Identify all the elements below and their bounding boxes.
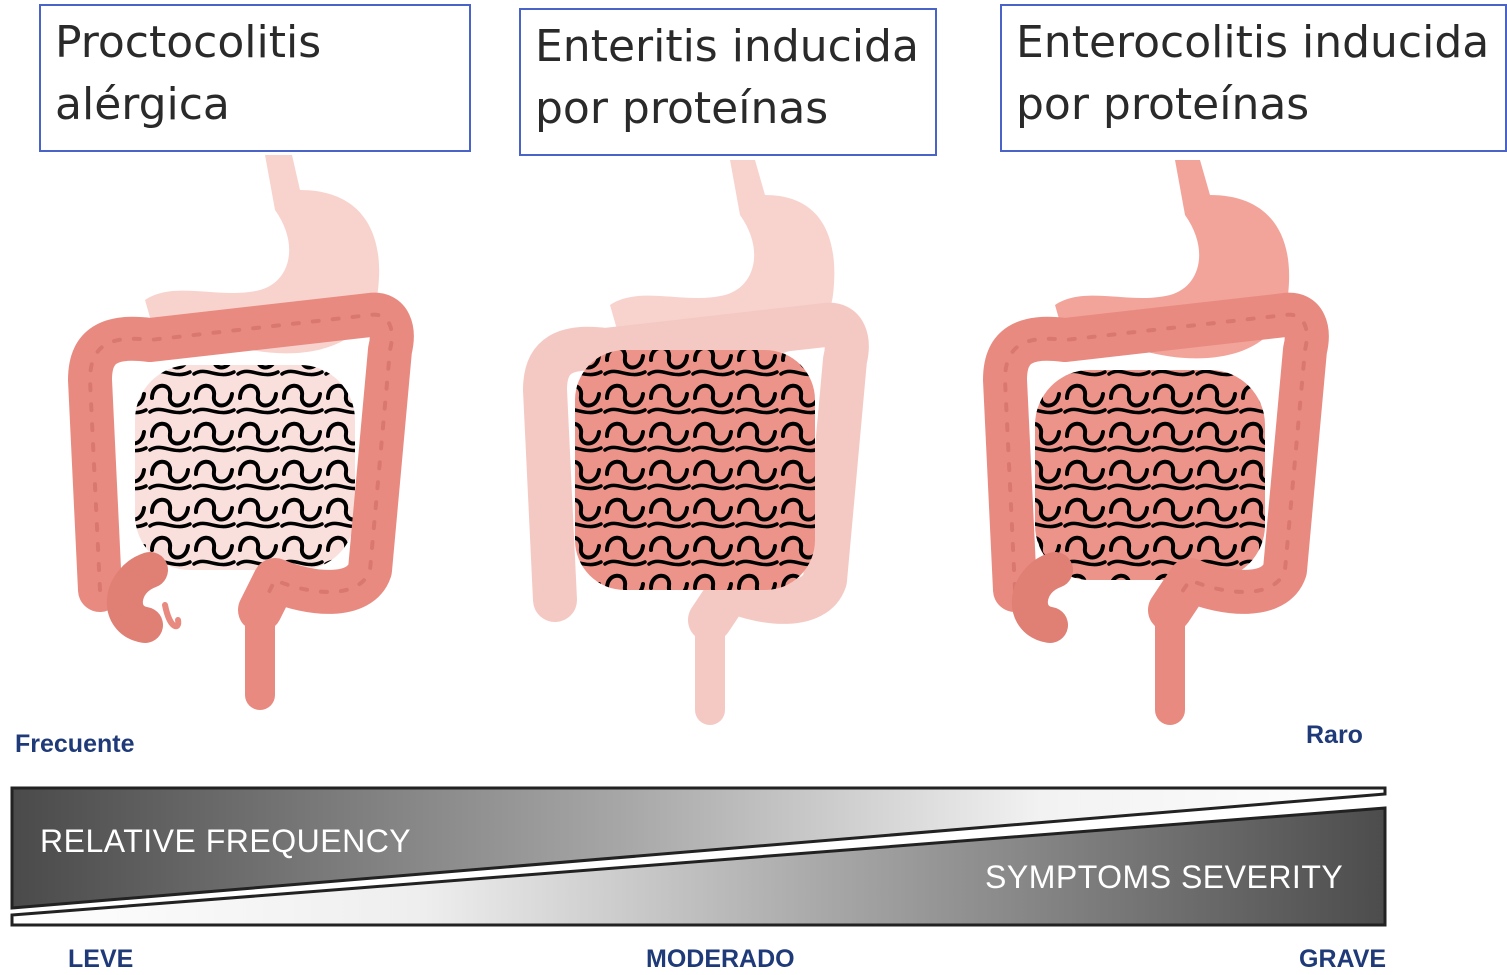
frequency-severity-scale: RELATIVE FREQUENCY SYMPTOMS SEVERITY bbox=[0, 770, 1400, 930]
label-frequent: Frecuente bbox=[15, 730, 134, 759]
title-proctocolitis: Proctocolitis alérgica bbox=[39, 4, 471, 152]
label-rare: Raro bbox=[1306, 721, 1363, 750]
severity-level-moderate: MODERADO bbox=[646, 945, 795, 974]
severity-bar-label: SYMPTOMS SEVERITY bbox=[985, 859, 1343, 895]
small-intestine bbox=[1035, 370, 1265, 580]
title-enterocolitis: Enterocolitis inducida por proteínas bbox=[1000, 4, 1507, 152]
digestive-tract-illustration-enterocolitis bbox=[975, 150, 1345, 730]
small-intestine bbox=[575, 350, 815, 590]
severity-level-mild: LEVE bbox=[68, 945, 133, 974]
digestive-tract-illustration-proctocolitis bbox=[60, 150, 430, 710]
severity-level-severe: GRAVE bbox=[1299, 945, 1386, 974]
digestive-tract-illustration-enteritis bbox=[515, 150, 885, 730]
title-enteritis: Enteritis inducida por proteínas bbox=[519, 8, 937, 156]
frequency-bar-label: RELATIVE FREQUENCY bbox=[40, 823, 411, 859]
small-intestine bbox=[135, 365, 355, 570]
